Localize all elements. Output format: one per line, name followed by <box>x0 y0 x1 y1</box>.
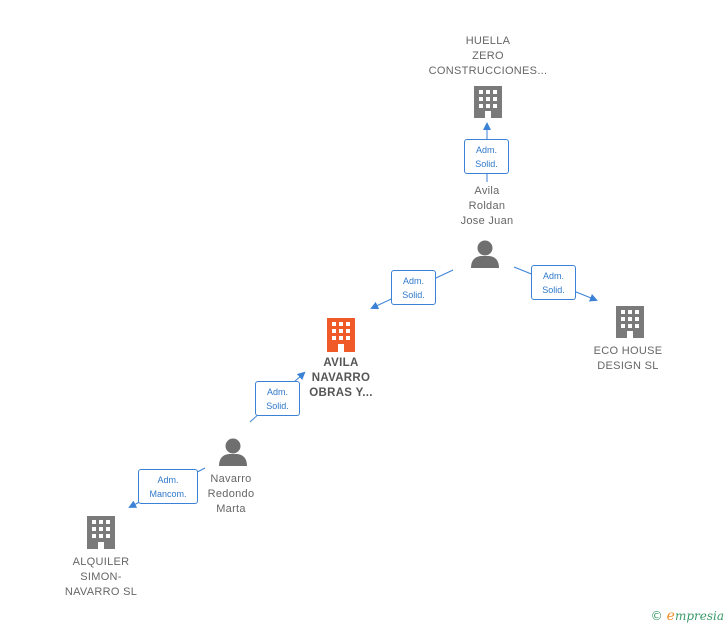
building-icon[interactable] <box>87 516 115 549</box>
copyright-notice: ©empresia <box>651 608 724 624</box>
person-icon[interactable] <box>471 240 499 269</box>
node-label-alquiler[interactable]: ALQUILER SIMON- NAVARRO SL <box>64 556 138 598</box>
brand-logo-text: mpresia <box>674 609 724 623</box>
brand-logo-mark: e <box>666 608 675 624</box>
relation-badge[interactable]: Adm. Solid. <box>391 270 436 305</box>
building-icon[interactable] <box>474 86 502 118</box>
person-icon[interactable] <box>219 438 247 467</box>
node-label-huella[interactable]: HUELLA ZERO CONSTRUCCIONES... <box>428 35 548 77</box>
relation-badge[interactable]: Adm. Solid. <box>531 265 576 300</box>
node-label-navarro-redondo[interactable]: Navarro Redondo Marta <box>207 473 255 515</box>
copyright-icon: © <box>650 609 663 623</box>
building-icon[interactable] <box>616 306 644 338</box>
node-label-avila-roldan[interactable]: Avila Roldan Jose Juan <box>460 185 514 227</box>
relation-badge[interactable]: Adm. Solid. <box>464 139 509 174</box>
node-label-avila-navarro[interactable]: AVILA NAVARRO OBRAS Y... <box>309 357 373 399</box>
building-main-icon[interactable] <box>327 318 355 352</box>
node-label-eco-house[interactable]: ECO HOUSE DESIGN SL <box>593 345 663 372</box>
relation-badge[interactable]: Adm. Solid. <box>255 381 300 416</box>
relation-badge[interactable]: Adm. Mancom. <box>138 469 198 504</box>
